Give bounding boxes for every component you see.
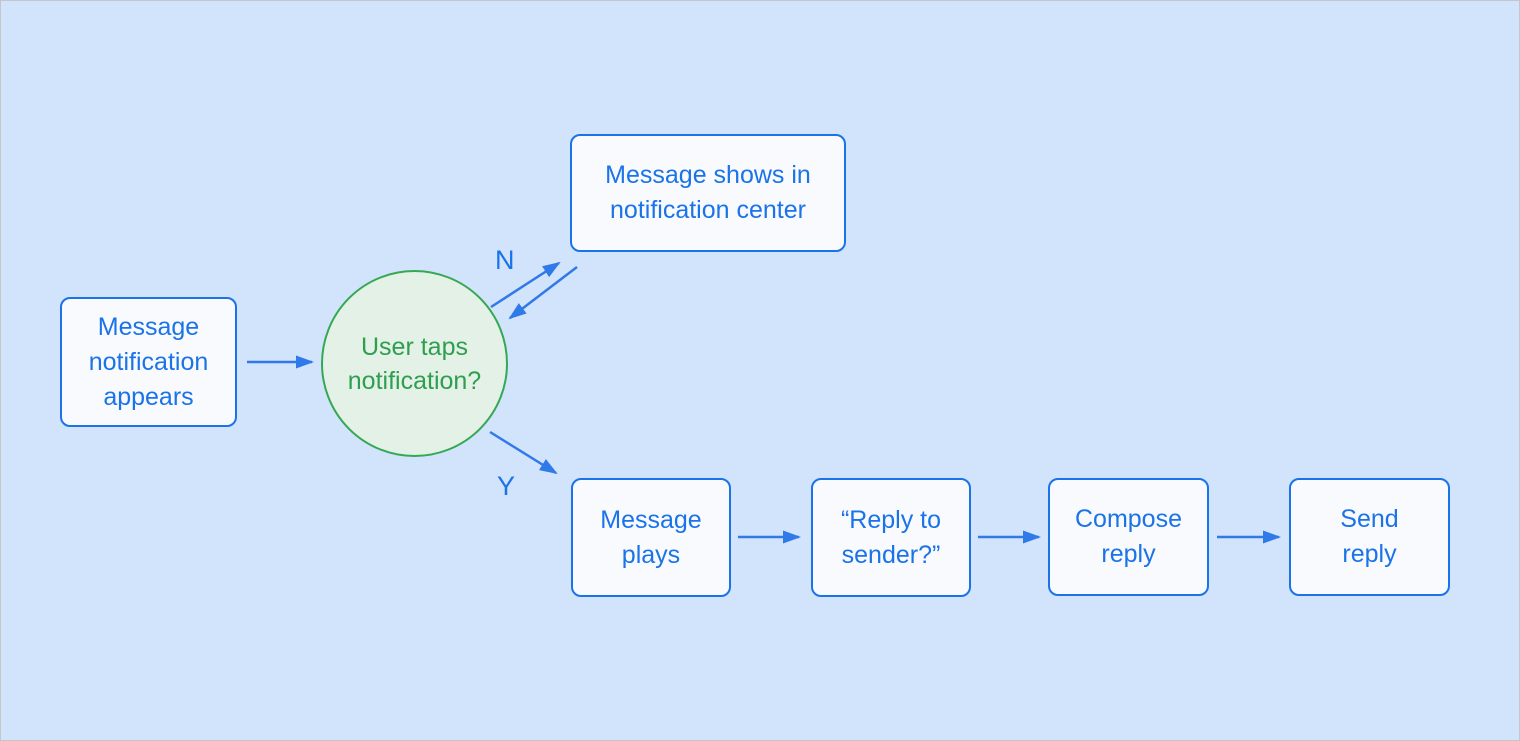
node-message-notification-appears: Message notification appears	[60, 297, 237, 427]
edge-notification-center-to-decision	[508, 266, 578, 320]
edge-decision-to-message-plays	[489, 430, 558, 475]
node-reply-to-sender: “Reply to sender?”	[811, 478, 971, 597]
node-message-shows-in-notification-center: Message shows in notification center	[570, 134, 846, 252]
node-message-plays: Message plays	[571, 478, 731, 597]
node-compose-reply: Compose reply	[1048, 478, 1209, 596]
node-user-taps-notification-decision: User taps notification?	[321, 270, 508, 457]
branch-label-no: N	[495, 245, 515, 275]
node-send-reply: Send reply	[1289, 478, 1450, 596]
branch-label-yes: Y	[497, 471, 516, 501]
